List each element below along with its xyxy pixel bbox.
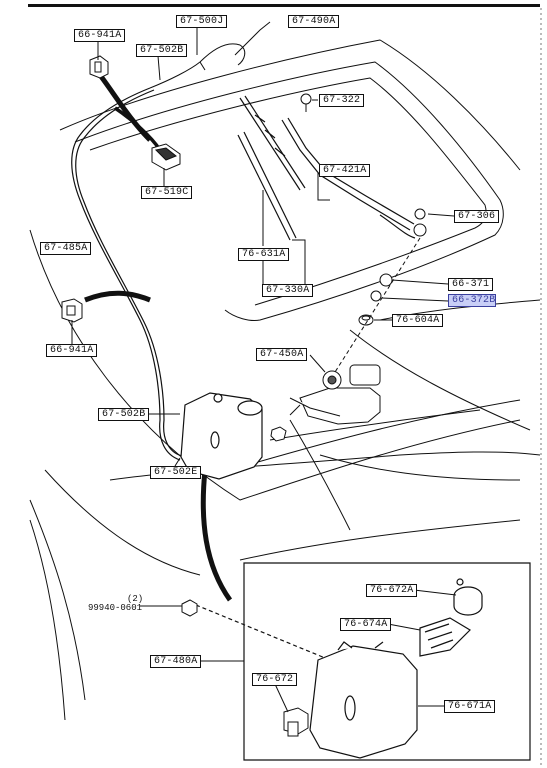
- part-label-66-372B[interactable]: 66-372B: [448, 294, 496, 307]
- nozzle-icon: [151, 143, 181, 171]
- part-label-67-450A[interactable]: 67-450A: [256, 348, 308, 361]
- clip-icon-left: [61, 298, 83, 323]
- part-label-76-671A[interactable]: 76-671A: [444, 700, 496, 713]
- part-label-76-672[interactable]: 76-672: [252, 673, 298, 686]
- wiper-blade: [237, 95, 306, 241]
- top-rule: [28, 4, 540, 7]
- wiper-arm: [281, 117, 416, 239]
- part-label-76-674A[interactable]: 76-674A: [340, 618, 392, 631]
- assembly-line: [329, 237, 421, 381]
- windshield-outline: [29, 39, 541, 721]
- part-label-66-371[interactable]: 66-371: [448, 278, 494, 291]
- part-label-66-941A-top[interactable]: 66-941A: [74, 29, 126, 42]
- filler-hose-icon: [419, 617, 471, 657]
- clip-icon-top: [89, 55, 109, 79]
- part-label-67-485A[interactable]: 67-485A: [40, 242, 92, 255]
- pump-icon: [283, 707, 309, 737]
- leader-lines: [71, 21, 457, 713]
- bolt-part-number[interactable]: 99940-0601: [88, 603, 143, 613]
- nozzle-hose: [149, 43, 246, 89]
- cap-icon: [453, 578, 483, 616]
- part-label-67-500J[interactable]: 67-500J: [176, 15, 228, 28]
- part-label-67-519C[interactable]: 67-519C: [141, 186, 193, 199]
- washer-tank: [180, 392, 263, 480]
- part-label-67-480A[interactable]: 67-480A: [150, 655, 202, 668]
- pivot-parts: [358, 208, 427, 326]
- inset-box: [195, 562, 531, 761]
- part-label-76-604A[interactable]: 76-604A: [392, 314, 444, 327]
- wiper-motor: [289, 364, 381, 425]
- part-label-66-941A-left[interactable]: 66-941A: [46, 344, 98, 357]
- bolt-icon-motor: [270, 426, 287, 442]
- part-label-76-631A[interactable]: 76-631A: [238, 248, 290, 261]
- part-label-67-490A[interactable]: 67-490A: [288, 15, 340, 28]
- tank-large: [309, 641, 418, 759]
- part-label-67-502E[interactable]: 67-502E: [150, 466, 202, 479]
- part-label-67-421A[interactable]: 67-421A: [319, 164, 371, 177]
- part-label-67-502B-low[interactable]: 67-502B: [98, 408, 150, 421]
- part-label-76-672A[interactable]: 76-672A: [366, 584, 418, 597]
- washer-hose: [71, 87, 183, 461]
- screw-icon: [300, 93, 312, 112]
- part-label-67-306[interactable]: 67-306: [454, 210, 500, 223]
- part-label-67-322[interactable]: 67-322: [319, 94, 365, 107]
- bolt-quantity: (2): [127, 594, 144, 604]
- part-label-67-330A[interactable]: 67-330A: [262, 284, 314, 297]
- bolt-icon: [181, 599, 198, 617]
- part-label-67-502B-top[interactable]: 67-502B: [136, 44, 188, 57]
